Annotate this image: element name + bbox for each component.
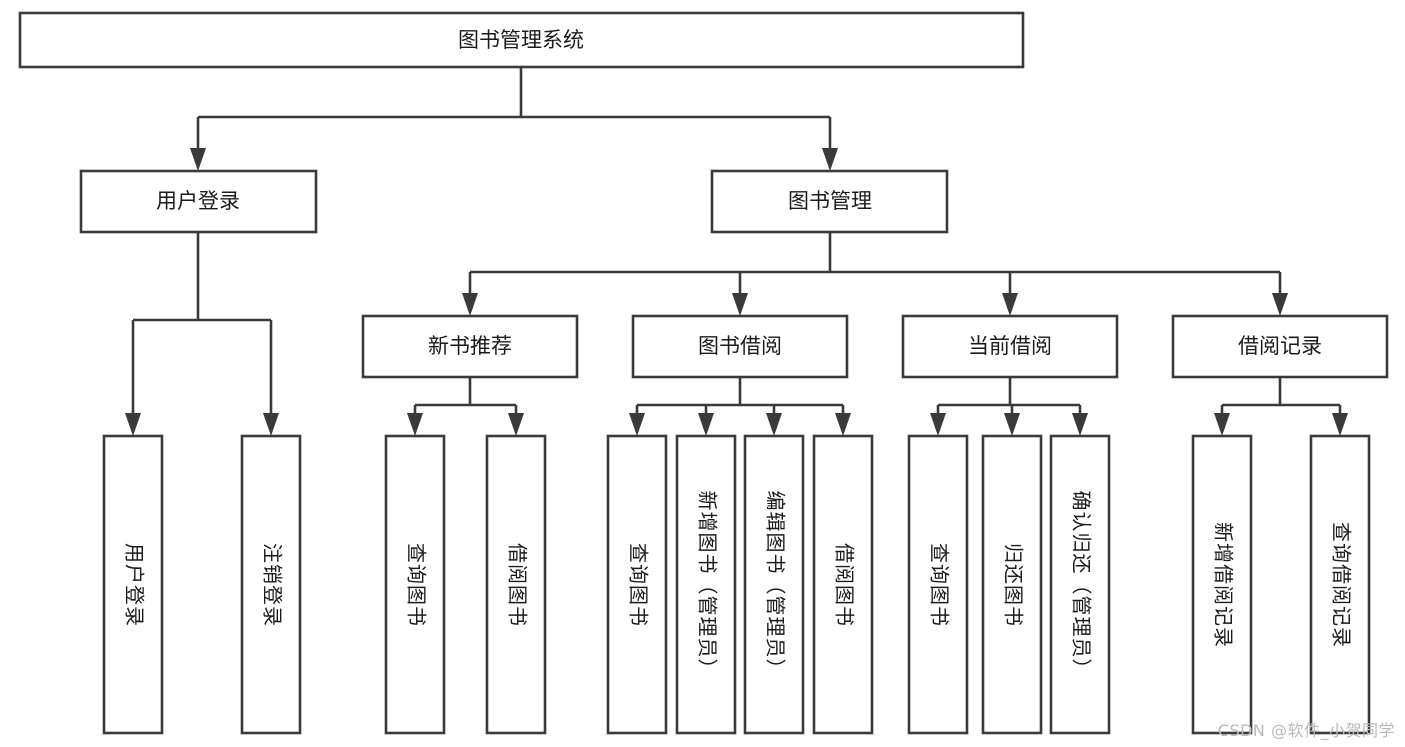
node-leaf-borrow-book-2[interactable]: 借阅图书 [812,434,874,735]
node-book-manage-box[interactable] [710,169,949,234]
arrow-head-current-borrow [1002,293,1018,316]
node-user-login-label: 用户登录 [156,189,240,213]
node-new-book-rec[interactable]: 新书推荐 [361,314,579,379]
arrow-head-new-book-rec [462,293,478,316]
arrow-head-leaf-return-book [1004,413,1020,436]
node-borrow-record[interactable]: 借阅记录 [1171,314,1389,379]
node-current-borrow-label: 当前借阅 [968,334,1052,358]
node-leaf-confirm-return-label: 确认归还（管理员） [1070,491,1094,680]
node-leaf-add-record-box[interactable] [1191,434,1253,735]
arrow-head-leaf-borrow-book-1 [508,413,524,436]
arrow-head-leaf-query-book-1 [407,413,423,436]
node-user-login-box[interactable] [79,169,318,234]
node-book-borrow[interactable]: 图书借阅 [631,314,849,379]
node-leaf-borrow-book-2-label: 借阅图书 [833,543,857,627]
node-leaf-confirm-return-box[interactable] [1049,434,1111,735]
node-leaf-user-login-box[interactable] [102,434,164,735]
node-root[interactable]: 图书管理系统 [18,11,1025,69]
arrow-head-leaf-borrow-book-2 [835,413,851,436]
node-book-borrow-box[interactable] [631,314,849,379]
node-user-login[interactable]: 用户登录 [79,169,318,234]
node-book-manage-label: 图书管理 [788,189,872,213]
node-leaf-query-book-1-label: 查询图书 [405,543,429,627]
csdn-watermark: CSDN @软件_小贺同学 [1217,721,1395,740]
node-leaf-borrow-book-2-box[interactable] [812,434,874,735]
arrow-head-borrow-record [1272,293,1288,316]
node-leaf-user-logout[interactable]: 注销登录 [240,434,302,735]
node-leaf-borrow-book-1[interactable]: 借阅图书 [485,434,547,735]
node-leaf-return-book-box[interactable] [981,434,1043,735]
node-leaf-add-book-box[interactable] [675,434,737,735]
arrow-head-leaf-query-book-2 [629,413,645,436]
arrow-head-leaf-edit-book [766,413,782,436]
node-borrow-record-box[interactable] [1171,314,1389,379]
node-leaf-return-book[interactable]: 归还图书 [981,434,1043,735]
arrow-head-leaf-add-book [698,413,714,436]
node-leaf-query-book-3-box[interactable] [907,434,969,735]
arrow-head-leaf-user-login [125,413,141,436]
arrow-head-leaf-query-book-3 [930,413,946,436]
node-leaf-query-book-3-label: 查询图书 [928,543,952,627]
node-leaf-edit-book-label: 编辑图书（管理员） [764,491,788,680]
node-leaf-query-record[interactable]: 查询借阅记录 [1309,434,1371,735]
edge-layer [125,67,1348,436]
node-leaf-edit-book[interactable]: 编辑图书（管理员） [743,434,805,735]
node-leaf-query-book-3[interactable]: 查询图书 [907,434,969,735]
node-leaf-confirm-return[interactable]: 确认归还（管理员） [1049,434,1111,735]
arrow-head-book-borrow [732,293,748,316]
node-leaf-add-book-label: 新增图书（管理员） [696,491,720,680]
node-leaf-add-record-label: 新增借阅记录 [1212,522,1236,648]
node-leaf-query-record-label: 查询借阅记录 [1330,522,1354,648]
node-book-borrow-label: 图书借阅 [698,334,782,358]
arrow-head-leaf-confirm-return [1072,413,1088,436]
node-leaf-query-record-box[interactable] [1309,434,1371,735]
arrow-head-book-manage [822,148,838,171]
node-leaf-user-logout-box[interactable] [240,434,302,735]
node-leaf-query-book-1[interactable]: 查询图书 [384,434,446,735]
node-leaf-user-login-label: 用户登录 [123,543,147,627]
arrow-head-leaf-user-logout [263,413,279,436]
node-leaf-user-login[interactable]: 用户登录 [102,434,164,735]
node-leaf-query-book-2-box[interactable] [606,434,668,735]
node-new-book-rec-label: 新书推荐 [428,334,512,358]
node-current-borrow-box[interactable] [901,314,1119,379]
node-new-book-rec-box[interactable] [361,314,579,379]
node-borrow-record-label: 借阅记录 [1238,334,1322,358]
node-leaf-query-book-1-box[interactable] [384,434,446,735]
arrow-head-user-login [190,148,206,171]
arrow-head-leaf-query-record [1332,413,1348,436]
node-leaf-borrow-book-1-box[interactable] [485,434,547,735]
node-root-label: 图书管理系统 [458,28,584,52]
node-leaf-return-book-label: 归还图书 [1002,543,1026,627]
node-leaf-query-book-2-label: 查询图书 [627,543,651,627]
node-leaf-user-logout-label: 注销登录 [261,543,285,627]
node-leaf-borrow-book-1-label: 借阅图书 [506,543,530,627]
node-root-box[interactable] [18,11,1025,69]
node-current-borrow[interactable]: 当前借阅 [901,314,1119,379]
node-leaf-edit-book-box[interactable] [743,434,805,735]
node-book-manage[interactable]: 图书管理 [710,169,949,234]
arrow-head-leaf-add-record [1214,413,1230,436]
node-leaf-query-book-2[interactable]: 查询图书 [606,434,668,735]
node-leaf-add-record[interactable]: 新增借阅记录 [1191,434,1253,735]
node-leaf-add-book[interactable]: 新增图书（管理员） [675,434,737,735]
